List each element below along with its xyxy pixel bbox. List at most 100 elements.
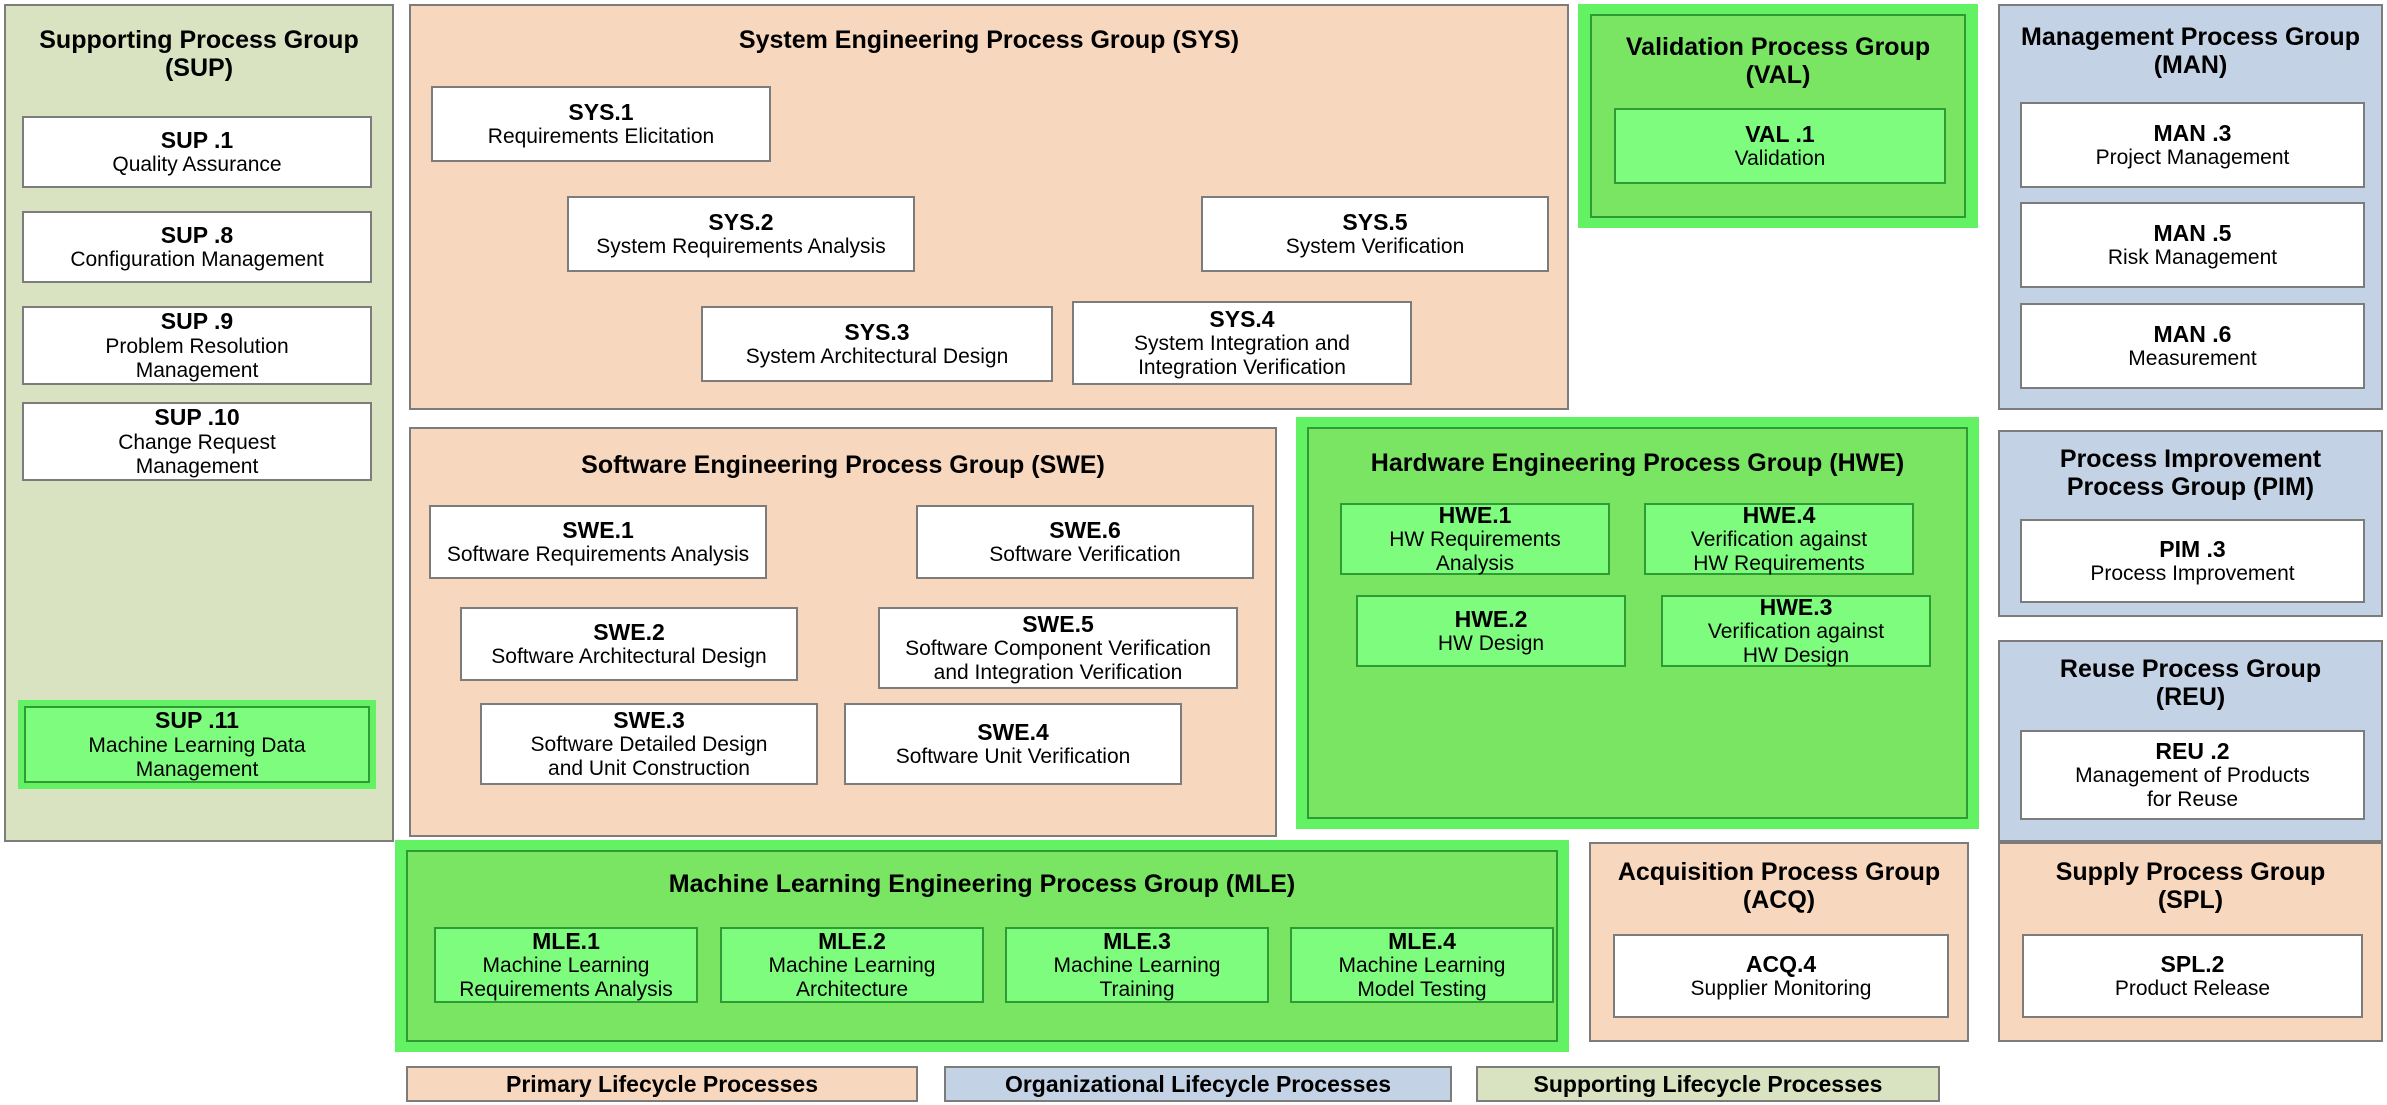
process-name: Validation xyxy=(1734,147,1826,171)
group-panel-pim: Process Improvement Process Group (PIM) … xyxy=(1998,430,2383,617)
process-box-swe-2[interactable]: SWE.2 Software Architectural Design xyxy=(460,607,798,681)
process-box-reu-2[interactable]: REU .2 Management of Products for Reuse xyxy=(2020,730,2365,820)
process-box-mle-1[interactable]: MLE.1 Machine Learning Requirements Anal… xyxy=(434,927,698,1003)
group-title-acq: Acquisition Process Group (ACQ) xyxy=(1617,858,1941,914)
process-box-mle-3[interactable]: MLE.3 Machine Learning Training xyxy=(1005,927,1269,1003)
group-panel-sup: Supporting Process Group (SUP) SUP .1 Qu… xyxy=(4,4,394,842)
group-title-val: Validation Process Group (VAL) xyxy=(1625,33,1931,89)
process-box-sys-1[interactable]: SYS.1 Requirements Elicitation xyxy=(431,86,771,162)
process-box-swe-4[interactable]: SWE.4 Software Unit Verification xyxy=(844,703,1182,785)
process-name: Software Detailed Design and Unit Constr… xyxy=(530,733,768,781)
process-box-swe-6[interactable]: SWE.6 Software Verification xyxy=(916,505,1254,579)
process-id: MLE.2 xyxy=(818,927,886,954)
process-box-sup-10[interactable]: SUP .10 Change Request Management xyxy=(22,402,372,481)
process-box-sys-5[interactable]: SYS.5 System Verification xyxy=(1201,196,1549,272)
group-panel-swe: Software Engineering Process Group (SWE)… xyxy=(409,427,1277,837)
process-id: PIM .3 xyxy=(2159,535,2226,562)
group-panel-man: Management Process Group (MAN) MAN .3 Pr… xyxy=(1998,4,2383,410)
process-id: SWE.3 xyxy=(613,706,685,733)
process-box-man-5[interactable]: MAN .5 Risk Management xyxy=(2020,202,2365,288)
process-name: Machine Learning Requirements Analysis xyxy=(459,954,673,1002)
process-name: Machine Learning Architecture xyxy=(768,954,936,1002)
process-box-man-6[interactable]: MAN .6 Measurement xyxy=(2020,303,2365,389)
group-title-spl: Supply Process Group (SPL) xyxy=(2055,858,2326,914)
process-id: SWE.6 xyxy=(1049,516,1121,543)
process-box-sup-8[interactable]: SUP .8 Configuration Management xyxy=(22,211,372,283)
group-panel-acq: Acquisition Process Group (ACQ) ACQ.4 Su… xyxy=(1589,842,1969,1042)
process-id: SWE.2 xyxy=(593,618,665,645)
group-panel-hwe: Hardware Engineering Process Group (HWE)… xyxy=(1307,427,1968,819)
process-box-val-1[interactable]: VAL .1 Validation xyxy=(1614,108,1946,184)
process-name: Configuration Management xyxy=(70,248,324,272)
legend-item-primary: Primary Lifecycle Processes xyxy=(406,1066,918,1102)
group-panel-spl: Supply Process Group (SPL) SPL.2 Product… xyxy=(1998,842,2383,1042)
process-name: Problem Resolution Management xyxy=(105,334,289,382)
process-id: MLE.4 xyxy=(1388,927,1456,954)
process-box-spl-2[interactable]: SPL.2 Product Release xyxy=(2022,934,2363,1018)
process-name: System Requirements Analysis xyxy=(596,235,886,259)
group-title-man: Management Process Group (MAN) xyxy=(2021,23,2360,79)
process-name: System Integration and Integration Verif… xyxy=(1134,332,1350,380)
process-id: ACQ.4 xyxy=(1745,950,1817,977)
process-box-mle-4[interactable]: MLE.4 Machine Learning Model Testing xyxy=(1290,927,1554,1003)
process-name: Verification against HW Design xyxy=(1707,620,1885,668)
process-box-man-3[interactable]: MAN .3 Project Management xyxy=(2020,102,2365,188)
legend-label: Supporting Lifecycle Processes xyxy=(1533,1070,1883,1097)
group-panel-reu: Reuse Process Group (REU) REU .2 Managem… xyxy=(1998,640,2383,842)
process-id: HWE.4 xyxy=(1742,501,1816,528)
group-panel-mle: Machine Learning Engineering Process Gro… xyxy=(406,850,1558,1042)
process-id: SYS.4 xyxy=(1209,305,1275,332)
process-box-sup-11[interactable]: SUP .11 Machine Learning Data Management xyxy=(24,706,370,783)
process-name: Machine Learning Data Management xyxy=(88,733,306,781)
process-name: Measurement xyxy=(2128,347,2257,371)
process-box-sys-4[interactable]: SYS.4 System Integration and Integration… xyxy=(1072,301,1412,385)
process-box-hwe-2[interactable]: HWE.2 HW Design xyxy=(1356,595,1626,667)
process-name: Machine Learning Training xyxy=(1053,954,1221,1002)
process-box-hwe-1[interactable]: HWE.1 HW Requirements Analysis xyxy=(1340,501,1610,575)
process-id: SUP .8 xyxy=(160,221,234,248)
process-name: Process Improvement xyxy=(2090,562,2295,586)
legend-item-supporting: Supporting Lifecycle Processes xyxy=(1476,1066,1940,1102)
process-name: Requirements Elicitation xyxy=(487,125,715,149)
process-id: SUP .10 xyxy=(154,404,240,431)
process-box-sys-3[interactable]: SYS.3 System Architectural Design xyxy=(701,306,1053,382)
process-name: Quality Assurance xyxy=(112,153,282,177)
process-id: VAL .1 xyxy=(1745,120,1815,147)
process-box-mle-2[interactable]: MLE.2 Machine Learning Architecture xyxy=(720,927,984,1003)
process-name: Software Architectural Design xyxy=(491,645,767,669)
process-name: System Architectural Design xyxy=(745,345,1009,369)
process-name: Change Request Management xyxy=(118,430,276,478)
group-title-pim: Process Improvement Process Group (PIM) xyxy=(2059,445,2322,501)
process-box-sup-9[interactable]: SUP .9 Problem Resolution Management xyxy=(22,306,372,385)
process-id: MLE.1 xyxy=(532,927,600,954)
process-box-acq-4[interactable]: ACQ.4 Supplier Monitoring xyxy=(1613,934,1949,1018)
process-box-sys-2[interactable]: SYS.2 System Requirements Analysis xyxy=(567,196,915,272)
group-title-mle: Machine Learning Engineering Process Gro… xyxy=(668,870,1296,898)
process-box-hwe-3[interactable]: HWE.3 Verification against HW Design xyxy=(1661,594,1931,668)
process-name: HW Design xyxy=(1437,632,1545,656)
process-id: MAN .5 xyxy=(2153,219,2232,246)
group-title-hwe: Hardware Engineering Process Group (HWE) xyxy=(1370,449,1905,477)
process-id: SPL.2 xyxy=(2160,950,2225,977)
process-id: MLE.3 xyxy=(1103,927,1171,954)
process-box-sup-1[interactable]: SUP .1 Quality Assurance xyxy=(22,116,372,188)
process-name: Software Verification xyxy=(989,543,1181,567)
process-name: Project Management xyxy=(2095,146,2290,170)
process-id: SUP .1 xyxy=(160,126,234,153)
group-title-sys: System Engineering Process Group (SYS) xyxy=(738,26,1240,54)
group-title-reu: Reuse Process Group (REU) xyxy=(2059,655,2322,711)
process-name: Machine Learning Model Testing xyxy=(1338,954,1506,1002)
process-box-pim-3[interactable]: PIM .3 Process Improvement xyxy=(2020,519,2365,603)
group-title-swe: Software Engineering Process Group (SWE) xyxy=(581,451,1105,479)
group-panel-sys: System Engineering Process Group (SYS) S… xyxy=(409,4,1569,410)
process-id: SWE.5 xyxy=(1022,610,1094,637)
process-box-swe-1[interactable]: SWE.1 Software Requirements Analysis xyxy=(429,505,767,579)
process-id: HWE.1 xyxy=(1438,501,1512,528)
process-box-swe-3[interactable]: SWE.3 Software Detailed Design and Unit … xyxy=(480,703,818,785)
process-box-hwe-4[interactable]: HWE.4 Verification against HW Requiremen… xyxy=(1644,501,1914,575)
group-panel-val: Validation Process Group (VAL) VAL .1 Va… xyxy=(1590,14,1966,218)
process-box-swe-5[interactable]: SWE.5 Software Component Verification an… xyxy=(878,607,1238,689)
process-id: SYS.5 xyxy=(1342,208,1408,235)
legend-item-organizational: Organizational Lifecycle Processes xyxy=(944,1066,1452,1102)
